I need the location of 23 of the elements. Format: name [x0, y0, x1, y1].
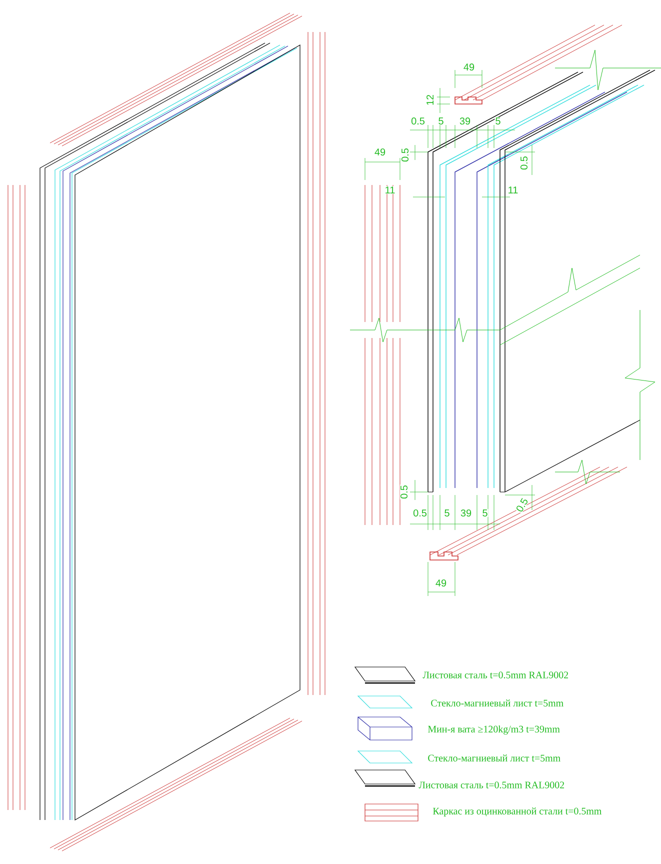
dimension-text: 0.5: [410, 116, 426, 126]
dimension-text: 5: [494, 117, 502, 125]
legend-text: Каркас из оцинкованной стали t=0.5mm: [432, 808, 602, 816]
dimension-text: 0.5: [520, 156, 528, 170]
legend-text: Стекло-магниевый лист t=5mm: [431, 700, 564, 706]
dimension-text: 0.5: [514, 496, 530, 514]
dimension-text: 5: [482, 509, 488, 517]
dimension-text: 12: [426, 94, 434, 106]
dimension-text: 11: [507, 186, 519, 194]
dimension-text: 0.5: [412, 508, 428, 518]
dimension-text: 49: [434, 578, 448, 588]
legend-text: Мин-я вата ≥120kg/m3 t=39mm: [428, 725, 560, 735]
dimension-text: 5: [438, 117, 444, 125]
legend-text: Листовая сталь t=0.5mm RAL9002: [422, 672, 568, 678]
dimension-text: 11: [384, 186, 396, 194]
dimension-text: 0.5: [400, 148, 410, 162]
dimension-text: 49: [462, 62, 476, 72]
legend-text: Листовая сталь t=0.5mm RAL9002: [418, 782, 564, 788]
dimension-text: 49: [374, 148, 386, 156]
dimension-text: 39: [460, 508, 472, 518]
dimension-text: 39: [458, 116, 472, 126]
dimension-text: 5: [444, 509, 450, 517]
legend-text: Стекло-магниевый лист t=5mm: [428, 754, 560, 762]
